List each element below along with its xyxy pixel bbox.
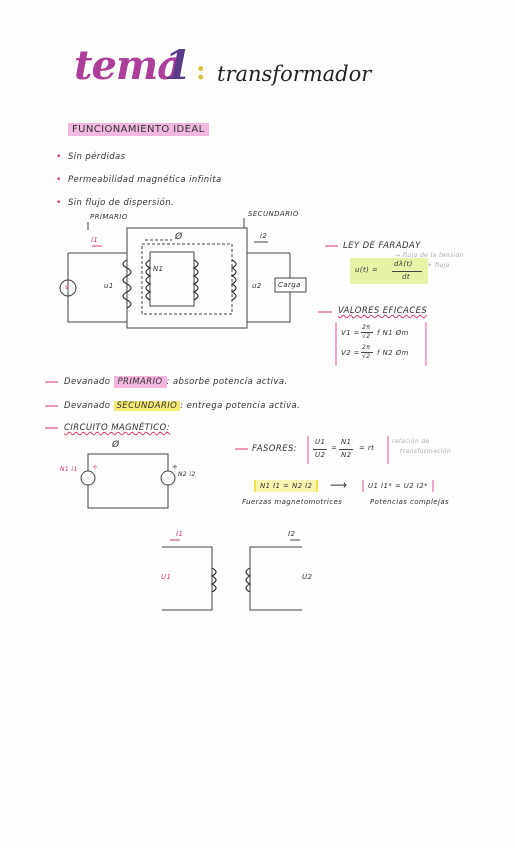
- bottom-u1: U1: [161, 573, 172, 581]
- fasores-n2: N2: [341, 451, 352, 459]
- bullet-text: Permeabilidad magnética infinita: [67, 175, 222, 185]
- devanado-secundario-line: Devanado SECUNDARIO: entrega potencia ac…: [64, 401, 300, 411]
- faraday-note-1: → flujo de la tensión: [395, 252, 464, 259]
- fasores-u1: U1: [315, 438, 326, 446]
- fasores-label: FASORES:: [252, 444, 298, 454]
- devanado-prefix: Devanado: [64, 377, 111, 387]
- eficaces-box: V1 = 2π √2 f N1 Øm V2 = 2π √2 f N2 Øm: [335, 322, 427, 366]
- label-v: v: [65, 283, 70, 291]
- faraday-lhs: u(t) =: [355, 266, 379, 274]
- v2-den: √2: [362, 353, 371, 360]
- fmm-caption: Fuerzas magnetomotrices: [242, 498, 343, 506]
- bullet-item: • Sin flujo de dispersión.: [56, 198, 175, 208]
- bottom-u2: U2: [302, 573, 313, 581]
- devanado-secundario-highlight: SECUNDARIO: [113, 401, 181, 411]
- label-i2: i2: [260, 232, 268, 240]
- label-n1: N1: [153, 265, 164, 273]
- v1-den: √2: [362, 333, 371, 340]
- fraction-bar: [361, 352, 373, 353]
- bottom-i1: I1: [176, 530, 184, 538]
- fasores-eq: =: [331, 444, 338, 452]
- fasores-note-2: transformación: [400, 448, 452, 455]
- label-secundario: SECUNDARIO: [248, 210, 299, 218]
- label-primario: PRIMARIO: [90, 213, 128, 221]
- faraday-label: LEY DE FARADAY: [343, 241, 421, 251]
- bullet-text: Sin pérdidas: [67, 152, 126, 162]
- circ-plus-1: +: [92, 463, 99, 471]
- fasores-n1: N1: [341, 438, 352, 446]
- fmm-equation: N1 I1 = N2 I2: [254, 480, 319, 492]
- circ-plus-2: +: [172, 463, 179, 471]
- fasores-u2: U2: [315, 451, 326, 459]
- title-subtitle: transformador: [217, 62, 372, 86]
- label-phi: Ø: [175, 232, 183, 242]
- title-number: 1: [164, 42, 192, 89]
- faraday-den: dt: [402, 273, 410, 281]
- bottom-i2: I2: [288, 530, 296, 538]
- devanado-primario-line: Devanado PRIMARIO: absorbe potencia acti…: [64, 376, 288, 388]
- title-colon: :: [196, 56, 206, 86]
- fasores-box: U1 U2 = N1 N2 = rt: [307, 436, 389, 464]
- fraction-bar: [313, 449, 327, 450]
- fmm-arrow: ⟶: [330, 478, 348, 492]
- faraday-num: dλ(t): [394, 260, 413, 268]
- circ-phi-label: Ø: [112, 440, 120, 450]
- circ-right-label: N2 i2: [178, 471, 196, 478]
- v1-rhs: f N1 Øm: [377, 329, 409, 337]
- devanado-secundario-text: : entrega potencia activa.: [180, 401, 301, 411]
- potencias-caption: Potencias complejas: [370, 498, 450, 506]
- devanado-primario-highlight: PRIMARIO: [113, 376, 167, 388]
- circuito-magnetico-label: CIRCUITO MAGNÉTICO:: [64, 423, 171, 433]
- circ-left-label: N1 i1: [60, 466, 78, 473]
- v2-lhs: V2 =: [341, 349, 360, 357]
- v2-rhs: f N2 Øm: [377, 349, 409, 357]
- title-tema: tema: [74, 42, 183, 89]
- label-u1: u1: [104, 282, 114, 290]
- potencias-equation: U1 I1* = U2 I2*: [362, 480, 434, 492]
- section-heading: FUNCIONAMIENTO IDEAL: [68, 123, 209, 136]
- label-carga: Carga: [278, 281, 301, 289]
- label-u2: u2: [252, 282, 262, 290]
- v1-lhs: V1 =: [341, 329, 360, 337]
- label-i1: i1: [91, 236, 99, 244]
- bullet-text: Sin flujo de dispersión.: [67, 198, 175, 208]
- bullet-item: • Sin pérdidas: [56, 152, 126, 162]
- fraction-bar: [392, 271, 422, 272]
- fraction-bar: [361, 332, 373, 333]
- bullet-item: • Permeabilidad magnética infinita: [56, 175, 222, 185]
- devanado-primario-text: : absorbe potencia activa.: [166, 377, 288, 387]
- v1-num: 2π: [362, 324, 371, 331]
- fasores-note-1: relación de: [392, 438, 430, 445]
- section-heading-text: FUNCIONAMIENTO IDEAL: [68, 123, 209, 136]
- devanado-prefix: Devanado: [64, 401, 111, 411]
- fraction-bar: [339, 449, 353, 450]
- faraday-formula-box: u(t) = dλ(t) dt: [350, 258, 428, 284]
- eficaces-label: VALORES EFICACES: [338, 306, 428, 316]
- fasores-rt: = rt: [359, 444, 375, 452]
- v2-num: 2π: [362, 344, 371, 351]
